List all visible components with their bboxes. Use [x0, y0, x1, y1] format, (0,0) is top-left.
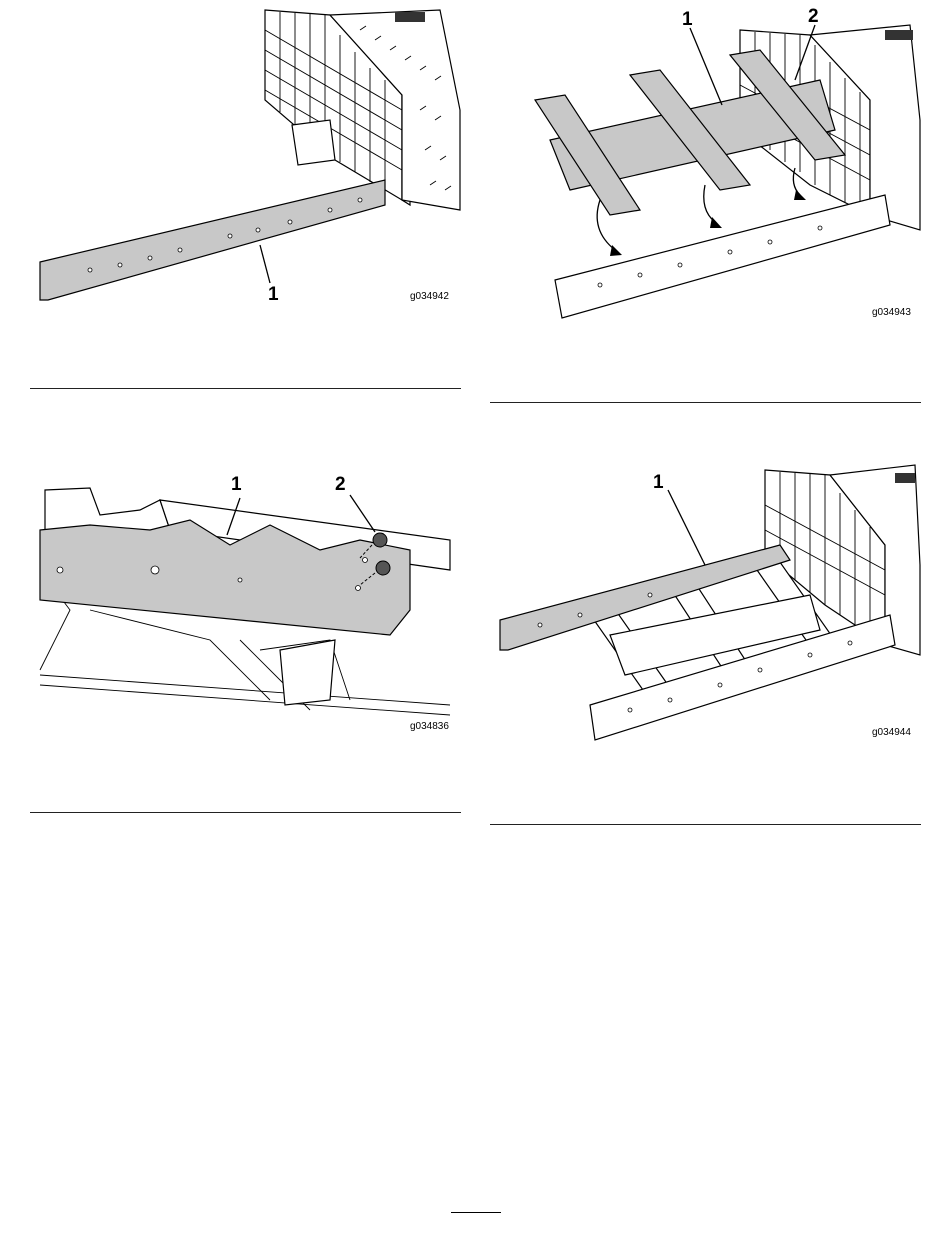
callout-2: 2	[335, 475, 346, 494]
figure-id: g034944	[872, 728, 911, 738]
figure-g034943-illustration	[490, 0, 920, 330]
section-divider	[30, 812, 461, 813]
figure-g034836: 1 2 g034836	[30, 470, 460, 740]
figure-id: g034836	[410, 722, 449, 732]
rail-beam	[40, 180, 385, 300]
figure-g034944-illustration	[490, 465, 920, 750]
callout-1: 1	[682, 10, 693, 29]
figure-g034944: 1 g034944	[490, 465, 920, 750]
figure-g034942: 1 g034942	[30, 0, 460, 320]
mount-bracket	[292, 120, 335, 165]
page-number	[451, 1212, 501, 1230]
figure-id: g034942	[410, 292, 449, 302]
figure-g034943: 1 2 g034943	[490, 0, 920, 330]
section-divider	[490, 402, 921, 403]
callout-1: 1	[268, 285, 279, 304]
callout-2: 2	[808, 7, 819, 26]
callout-1: 1	[653, 473, 664, 492]
figure-g034942-illustration	[30, 0, 460, 320]
figure-g034836-illustration	[30, 470, 460, 740]
section-divider	[490, 824, 921, 825]
section-divider	[30, 388, 461, 389]
callout-1: 1	[231, 475, 242, 494]
figure-id: g034943	[872, 308, 911, 318]
frame-rail	[555, 195, 890, 318]
